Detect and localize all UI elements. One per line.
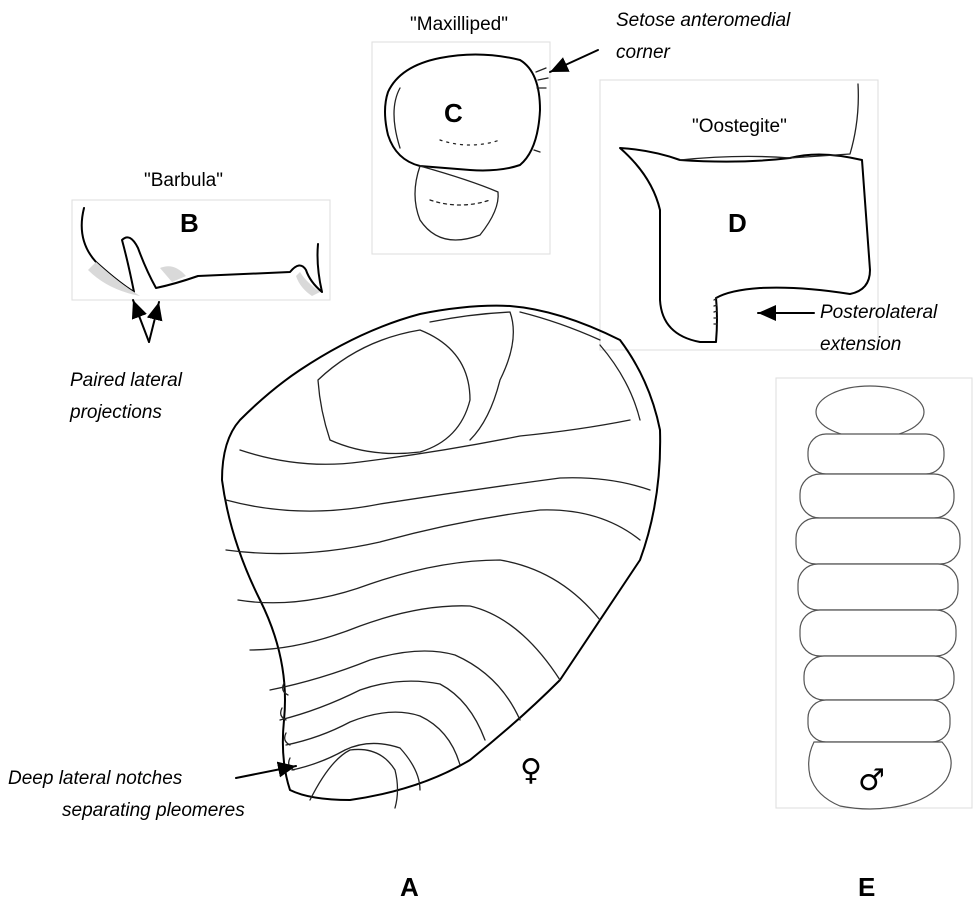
female-habitus-drawing [222,306,660,808]
panel-letter-c: C [444,98,463,128]
setose-label-line1: Setose anteromedial [616,10,791,31]
setose-label-line2: corner [616,42,671,63]
posterolateral-label-line2: extension [820,334,901,355]
maxilliped-drawing [372,42,550,254]
panel-letter-a: A [400,872,419,902]
male-symbol: ♂ [858,763,885,798]
barbula-title: "Barbula" [144,170,223,191]
panel-letter-e: E [858,872,875,902]
posterolateral-label-line1: Posterolateral [820,302,938,323]
paired-label-line2: projections [69,402,162,423]
female-symbol: ♀ [520,753,542,788]
oostegite-title: "Oostegite" [692,116,787,137]
notches-label-line1: Deep lateral notches [8,768,183,789]
notches-label-line2: separating pleomeres [62,800,245,821]
barbula-drawing [72,200,330,300]
maxilliped-title: "Maxilliped" [410,14,508,35]
male-habitus-drawing [776,378,972,809]
paired-label-line1: Paired lateral [70,370,183,391]
panel-letter-b: B [180,208,199,238]
annotation-arrows [133,50,814,778]
panel-letter-d: D [728,208,747,238]
